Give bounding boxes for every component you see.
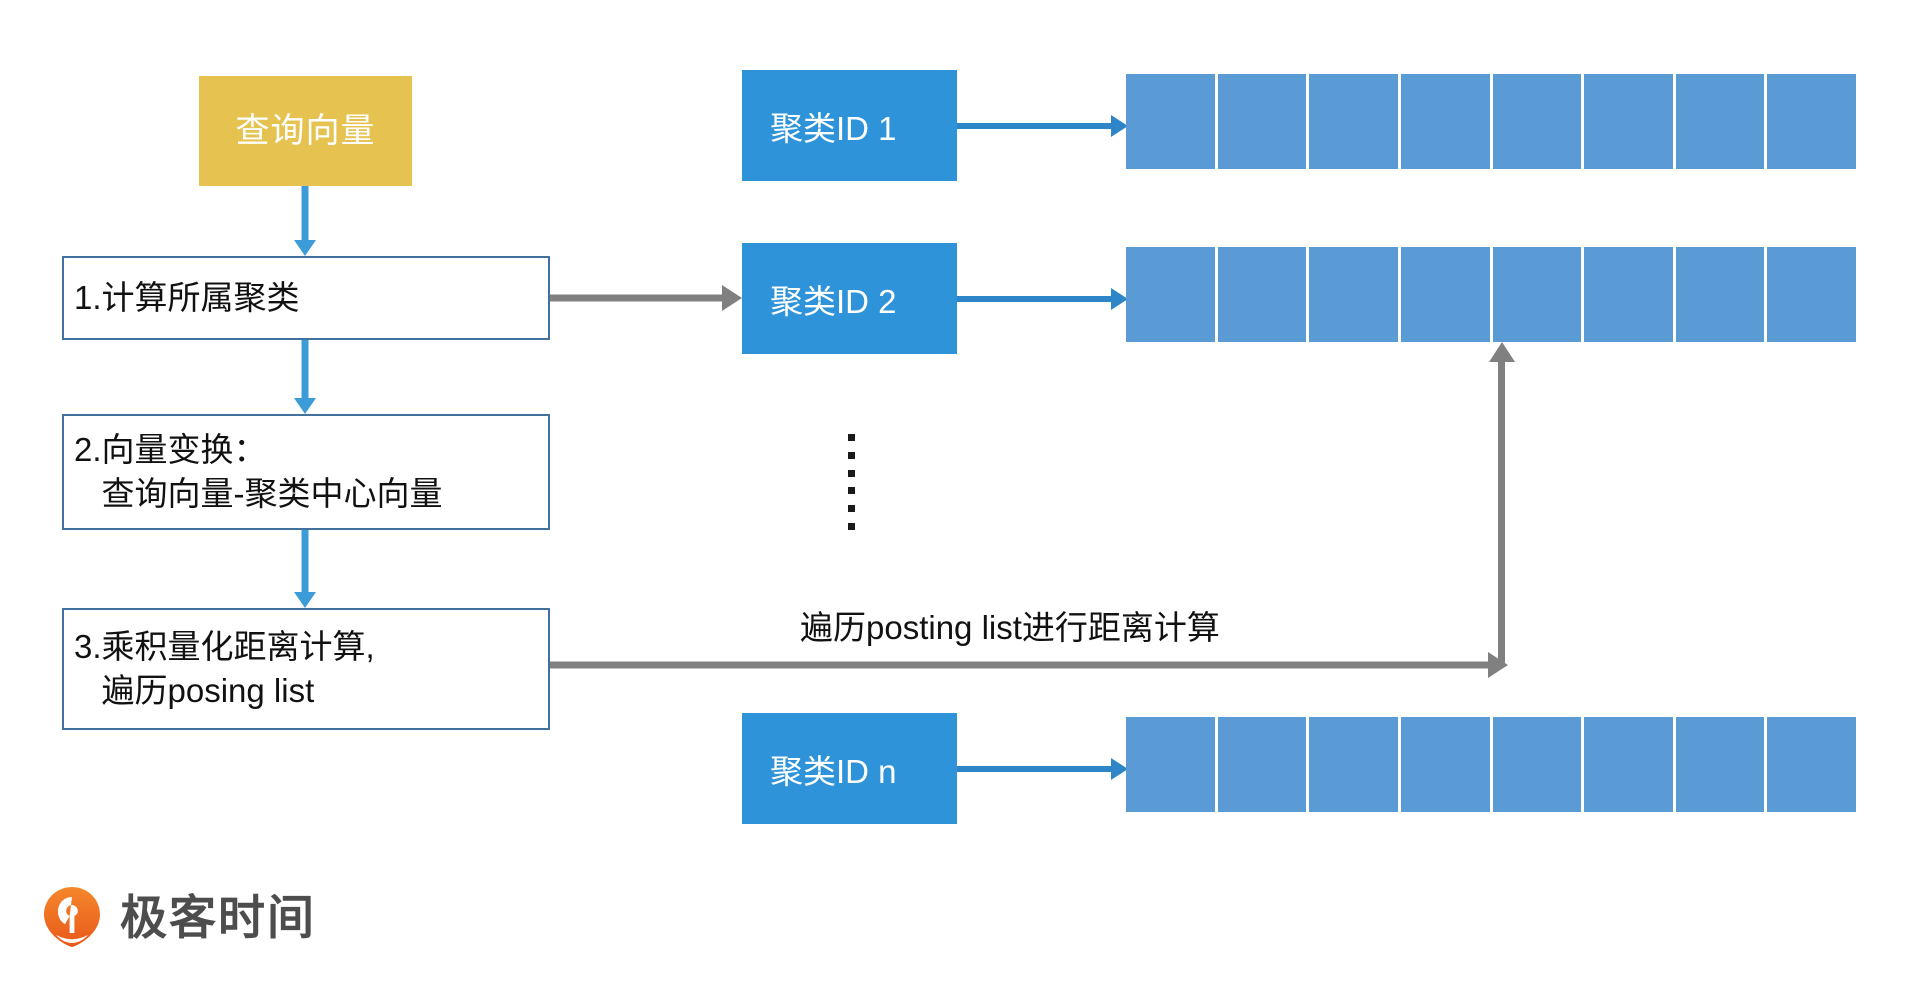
posting-list-cell — [1400, 247, 1490, 342]
posting-list-2 — [1126, 247, 1856, 342]
arrow-cluster1-to-posting1 — [957, 112, 1129, 140]
arrow-step3-vertical-to-posting2 — [1489, 342, 1515, 665]
posting-list-cell — [1675, 717, 1765, 812]
posting-list-cell — [1675, 247, 1765, 342]
process-box-step-2: 2.向量变换： 查询向量-聚类中心向量 — [62, 414, 550, 530]
posting-list-cell — [1767, 74, 1856, 169]
cluster-box-2: 聚类ID 2 — [742, 243, 957, 354]
posting-list-1 — [1126, 74, 1856, 169]
process-label-step-1: 1.计算所属聚类 — [74, 279, 300, 317]
posting-list-cell — [1217, 247, 1307, 342]
cluster-label-n: 聚类ID n — [770, 752, 897, 790]
process-box-step-1: 1.计算所属聚类 — [62, 256, 550, 340]
posting-list-cell — [1126, 247, 1215, 342]
posting-list-cell — [1309, 74, 1398, 169]
arrow-clustern-to-postingn — [957, 755, 1129, 783]
posting-list-cell — [1767, 247, 1856, 342]
vertical-ellipsis-icon — [845, 434, 857, 530]
query-vector-label: 查询向量 — [235, 112, 376, 150]
ellipsis-dot — [847, 505, 855, 513]
arrow-step2-to-step3 — [292, 530, 318, 608]
process-label-step-2: 2.向量变换： 查询向量-聚类中心向量 — [74, 431, 443, 512]
posting-list-cell — [1584, 717, 1673, 812]
arrow-step3-horizontal — [550, 651, 1510, 679]
process-label-step-3: 3.乘积量化距离计算, 遍历posing list — [74, 628, 375, 709]
ellipsis-dot — [847, 451, 855, 459]
cluster-label-2: 聚类ID 2 — [770, 282, 897, 320]
posting-list-cell — [1492, 74, 1582, 169]
query-vector-box: 查询向量 — [199, 76, 412, 186]
arrow-query-to-step1 — [292, 186, 318, 256]
posting-list-cell — [1675, 74, 1765, 169]
posting-list-cell — [1309, 717, 1398, 812]
posting-list-cell — [1584, 247, 1673, 342]
posting-list-n — [1126, 717, 1856, 812]
geektime-logo-text: 极客时间 — [120, 890, 316, 944]
posting-list-cell — [1584, 74, 1673, 169]
geektime-logo: 极客时间 — [40, 885, 316, 949]
ellipsis-dot — [847, 434, 855, 441]
posting-list-cell — [1767, 717, 1856, 812]
cluster-box-1: 聚类ID 1 — [742, 70, 957, 181]
ellipsis-dot — [847, 522, 855, 530]
arrow-cluster2-to-posting2 — [957, 285, 1129, 313]
ellipsis-dot — [847, 469, 855, 477]
cluster-box-n: 聚类ID n — [742, 713, 957, 824]
posting-list-cell — [1400, 74, 1490, 169]
posting-list-cell — [1492, 717, 1582, 812]
traverse-caption: 遍历posting list进行距离计算 — [800, 609, 1220, 646]
posting-list-cell — [1400, 717, 1490, 812]
posting-list-cell — [1126, 74, 1215, 169]
posting-list-cell — [1309, 247, 1398, 342]
geektime-logo-icon — [40, 885, 104, 949]
posting-list-cell — [1217, 74, 1307, 169]
posting-list-cell — [1217, 717, 1307, 812]
arrow-step1-to-cluster2 — [550, 284, 742, 312]
posting-list-cell — [1492, 247, 1582, 342]
process-box-step-3: 3.乘积量化距离计算, 遍历posing list — [62, 608, 550, 730]
arrow-step1-to-step2 — [292, 340, 318, 414]
cluster-label-1: 聚类ID 1 — [770, 109, 897, 147]
ellipsis-dot — [847, 487, 855, 495]
posting-list-cell — [1126, 717, 1215, 812]
